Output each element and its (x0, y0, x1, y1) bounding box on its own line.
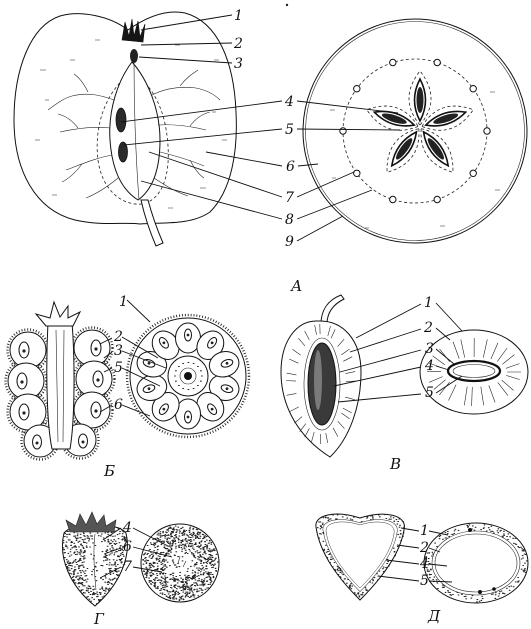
drupe-stem (321, 295, 344, 324)
label-a-5: 5 (285, 122, 294, 138)
berry-cross-section (127, 315, 249, 437)
label-a-9: 9 (285, 234, 294, 250)
strawberry-sepals (66, 512, 116, 532)
label-v-1: 1 (424, 295, 433, 311)
vascular-bundle (434, 196, 440, 202)
strawberry-longitudinal-section (62, 512, 127, 606)
apple-longitudinal-section (14, 12, 236, 246)
apple-cross-section (303, 19, 527, 243)
label-a-1: 1 (234, 8, 243, 24)
label-v-2: 2 (423, 320, 433, 336)
central-column (47, 322, 74, 449)
panel-letter-a: А (290, 277, 302, 295)
strawberry-cross-section (141, 524, 219, 602)
nut-outline (316, 514, 405, 600)
stone-highlight (314, 350, 322, 410)
vascular-bundle (354, 86, 360, 92)
drupe-longitudinal-section (281, 295, 361, 457)
label-v-3: 3 (425, 341, 434, 357)
calyx-crown (36, 302, 80, 326)
panel-g: 4 6 7 Г (62, 512, 219, 628)
calyx-tube (130, 49, 138, 63)
panel-letter-g: Г (93, 610, 105, 628)
label-b-1: 1 (119, 294, 128, 310)
dark-cell (468, 528, 472, 532)
label-d-4: 4 (419, 556, 429, 572)
panel-b: 1 2 3 5 6 Б (6, 294, 250, 480)
vascular-bundle (340, 128, 346, 134)
label-a-4: 4 (284, 94, 294, 110)
label-g-6: 6 (123, 539, 132, 555)
vascular-bundle (390, 196, 396, 202)
label-a-8: 8 (285, 212, 294, 228)
drupe-cross-section (420, 330, 528, 414)
label-b-5: 5 (114, 360, 123, 376)
speck (286, 4, 288, 6)
endocarp-ring (448, 361, 500, 381)
panel-letter-v: В (389, 455, 401, 473)
label-a-2: 2 (233, 36, 243, 52)
label-b-3: 3 (114, 343, 123, 359)
panel-letter-d: Д (427, 607, 441, 625)
vascular-bundle (354, 170, 360, 176)
label-d-1: 1 (420, 523, 429, 539)
vascular-bundle (470, 86, 476, 92)
label-v-4: 4 (424, 358, 434, 374)
label-b-6: 6 (114, 397, 123, 413)
label-d-2: 2 (419, 540, 429, 556)
label-a-7: 7 (285, 190, 294, 206)
panel-letter-b: Б (103, 462, 115, 480)
nut-cross-section (424, 523, 528, 603)
berry-longitudinal-section (6, 302, 115, 460)
dark-cell (478, 590, 482, 594)
panel-v: 1 2 3 4 5 В (281, 295, 528, 473)
drupe-stone (308, 343, 336, 425)
vascular-bundle (434, 59, 440, 65)
nut-longitudinal-section (316, 514, 405, 600)
label-a-3: 3 (234, 56, 243, 72)
label-v-5: 5 (425, 385, 434, 401)
label-a-6: 6 (286, 159, 295, 175)
vascular-bundle (484, 128, 490, 134)
dark-cell (492, 587, 496, 591)
apple-skin (303, 19, 527, 243)
label-d-5: 5 (420, 573, 429, 589)
label-g-7: 7 (123, 559, 132, 575)
vascular-bundle (470, 170, 476, 176)
panel-d: 1 2 4 5 Д (316, 514, 528, 625)
vascular-bundle (390, 59, 396, 65)
central-axis-core (184, 372, 192, 380)
apple-seed (116, 108, 126, 132)
nut-cross-outline (424, 523, 528, 603)
panel-a: 1 2 3 4 5 6 7 8 9 А (14, 4, 527, 295)
label-g-4: 4 (122, 520, 132, 536)
